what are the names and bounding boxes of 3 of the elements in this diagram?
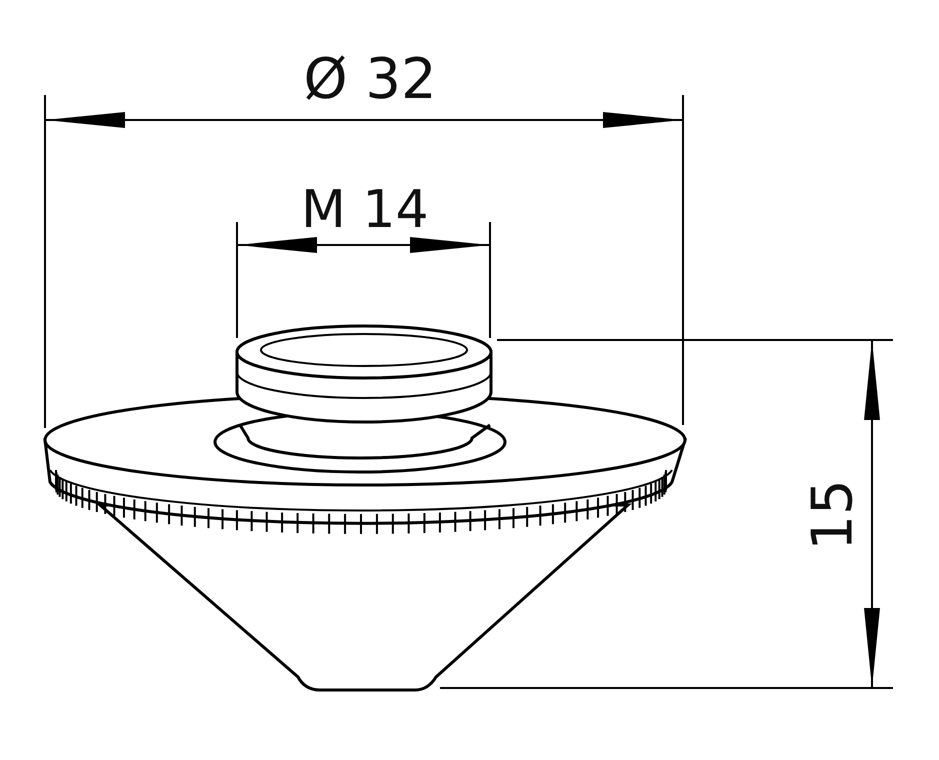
dimension-label: 15 (805, 479, 862, 551)
dimension-label: M 14 (301, 184, 429, 236)
dimension-label: Ø 32 (304, 52, 437, 108)
